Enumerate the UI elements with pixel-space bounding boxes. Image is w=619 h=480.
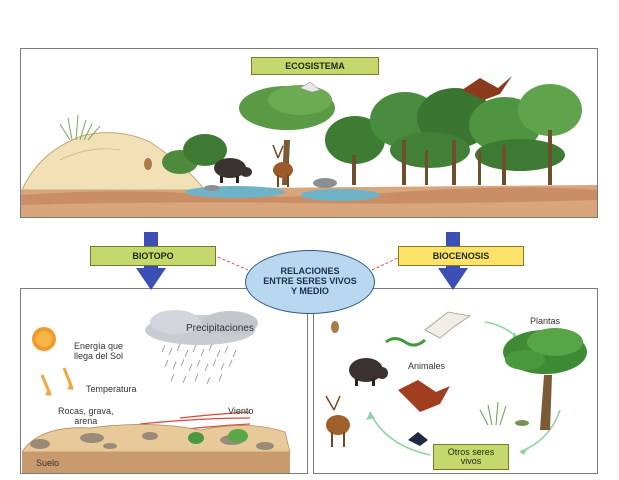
energy-line-1: Energía que: [74, 341, 124, 351]
relations-line-1: RELACIONES: [280, 266, 340, 277]
snake-icon: [385, 337, 427, 347]
soil-label: Suelo: [36, 458, 60, 468]
relations-line-2: ENTRE SERES VIVOS: [263, 276, 357, 287]
ecosystem-panel: [20, 48, 598, 218]
sun-icon: [32, 327, 56, 351]
animals-label: Animales: [408, 361, 446, 371]
precipitation-label: Precipitaciones: [186, 323, 254, 334]
tree-icon: [503, 328, 587, 430]
eagle-icon: [462, 76, 512, 100]
deer-biocenosis-icon: [325, 395, 350, 447]
wind-label: Viento: [228, 406, 254, 416]
ecosystem-title: ECOSISTEMA: [251, 57, 379, 75]
others-line-1: Otros seres: [447, 446, 495, 457]
rocks-line-2: arena: [74, 416, 98, 427]
relations-ellipse: RELACIONES ENTRE SERES VIVOS Y MEDIO: [245, 250, 375, 314]
deer-icon: [272, 144, 293, 187]
rain-icon: [161, 343, 237, 385]
others-label: Otros seres vivos: [433, 444, 509, 470]
boar-biocenosis-icon: [349, 358, 388, 386]
cloud-icon: [145, 310, 258, 345]
temperature-label: Temperatura: [86, 384, 137, 394]
ecosystem-scene: [21, 76, 597, 217]
biotopo-label: BIOTOPO: [90, 246, 216, 266]
biocenosis-label: BIOCENOSIS: [398, 246, 524, 266]
others-line-2: vivos: [460, 456, 482, 466]
sun-rays-icon: [40, 367, 74, 395]
rocks-label: Rocas, grava, arena: [58, 406, 114, 427]
energy-line-2: llega del Sol: [74, 351, 124, 362]
rock-icon: [30, 432, 274, 450]
energy-label: Energía que llega del Sol: [74, 341, 123, 362]
boar-icon: [214, 158, 252, 183]
relations-line-3: Y MEDIO: [291, 285, 329, 296]
plants-label: Plantas: [530, 316, 561, 326]
rocks-line-1: Rocas, grava,: [58, 406, 114, 416]
biotopo-panel: [20, 288, 308, 474]
biocenosis-panel: [313, 288, 598, 474]
